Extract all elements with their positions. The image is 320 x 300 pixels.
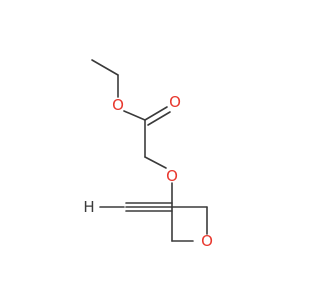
alkyne-hydrogen-label: H — [83, 198, 94, 216]
structure-canvas: O O O O H — [83, 59, 213, 250]
ether-oxygen-label: O — [166, 167, 178, 185]
bond-ch2-oether — [144, 156, 167, 169]
bond-ch3-ch2 — [91, 59, 119, 76]
molecule-structure: O O O O H — [83, 59, 213, 250]
ester-oxygen-label: O — [112, 96, 124, 114]
bond-oester-carbonylc — [123, 110, 146, 121]
bond-carbonyl-double-2 — [147, 111, 171, 126]
ring-oxygen-label: O — [201, 232, 213, 250]
bond-carbonyl-double-1 — [144, 106, 168, 121]
carbonyl-oxygen-label: O — [169, 93, 181, 111]
